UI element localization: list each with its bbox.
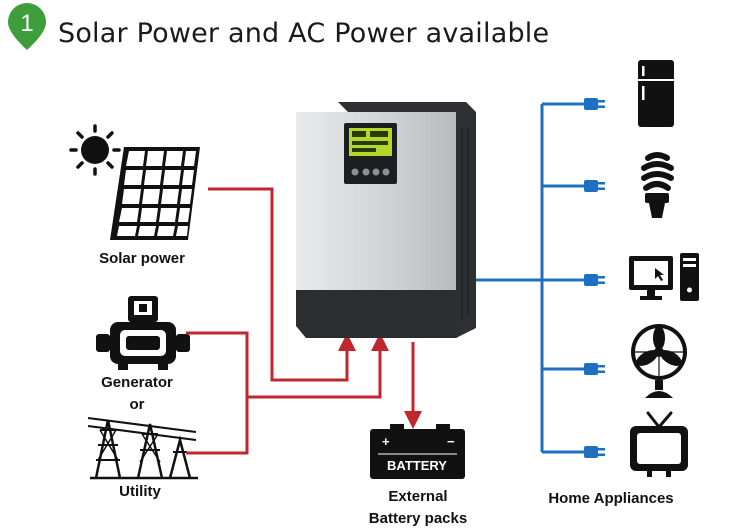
battery-icon: + − BATTERY <box>370 424 465 479</box>
generator-label-group: Generator or <box>70 372 204 416</box>
plug-icon <box>584 363 605 375</box>
plug-icon <box>584 446 605 458</box>
svg-text:−: − <box>447 434 455 449</box>
sun-icon <box>69 124 121 176</box>
svg-text:+: + <box>382 434 390 449</box>
battery-label-line1: External <box>388 488 448 505</box>
battery-label-line2: Battery packs <box>368 510 468 527</box>
step-number: 1 <box>20 10 33 37</box>
plug-icon <box>584 180 605 192</box>
input-wires <box>186 187 422 455</box>
television-icon <box>630 411 688 477</box>
plug-icon <box>584 274 605 286</box>
solar-panel-icon <box>110 147 200 240</box>
refrigerator-icon <box>638 60 674 127</box>
home-appliances-label: Home Appliances <box>548 490 674 507</box>
plug-icons <box>584 98 605 458</box>
fan-icon <box>631 324 687 398</box>
light-bulb-icon <box>641 152 674 218</box>
utility-tower-icon <box>87 417 198 480</box>
output-wires <box>476 102 594 454</box>
battery-text: BATTERY <box>387 458 447 473</box>
computer-icon <box>629 253 699 301</box>
plug-icon <box>584 98 605 110</box>
solar-power-label: Solar power <box>99 250 185 267</box>
battery-label-group: External Battery packs <box>348 486 488 530</box>
step-badge: 1 <box>8 3 46 50</box>
page-title: Solar Power and AC Power available <box>58 18 550 49</box>
generator-icon <box>96 296 190 370</box>
utility-label: Utility <box>119 483 161 500</box>
inverter-icon <box>296 102 476 338</box>
generator-label: Generator <box>101 374 173 391</box>
or-label: or <box>129 396 145 413</box>
